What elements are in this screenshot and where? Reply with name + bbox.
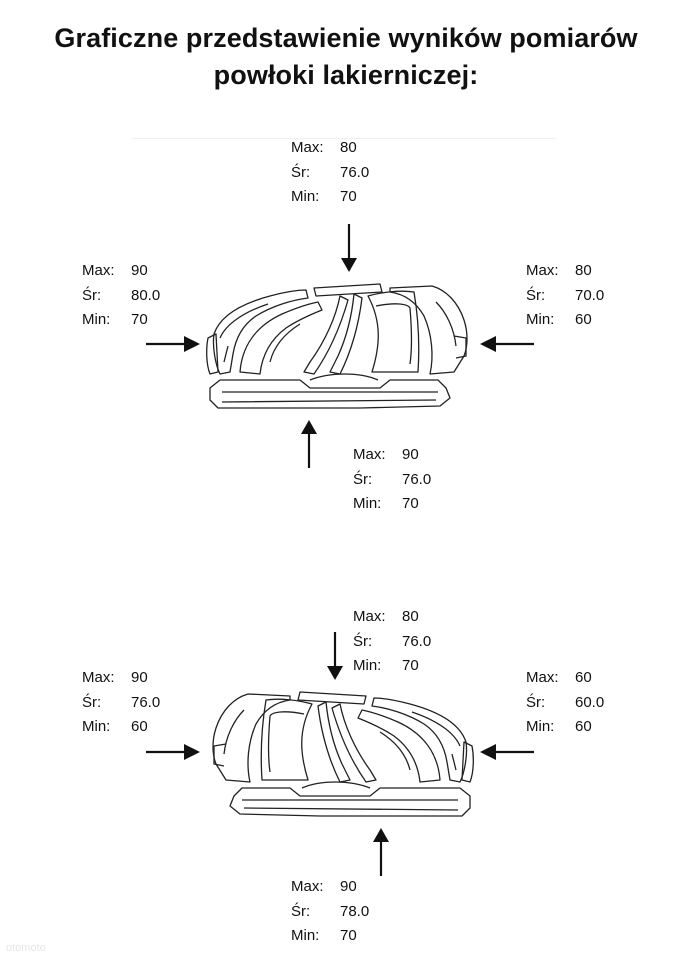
bottom-sill-stats: Max: 90 Śr: 78.0 Min: 70 — [291, 875, 369, 949]
min-value: 60 — [575, 311, 592, 328]
max-value: 80 — [340, 139, 357, 156]
max-value: 90 — [402, 446, 419, 463]
arrow-left-icon — [480, 744, 534, 760]
arrow-down-icon — [341, 224, 357, 272]
max-label: Max: — [526, 262, 559, 279]
avg-label: Śr: — [353, 632, 373, 650]
car-side-diagram-bottom — [212, 691, 474, 817]
top-roof-stats: Max: 80 Śr: 76.0 Min: 70 — [291, 136, 369, 210]
min-value: 70 — [402, 657, 419, 674]
avg-label: Śr: — [291, 902, 311, 920]
avg-label: Śr: — [526, 286, 546, 304]
max-label: Max: — [353, 446, 386, 463]
top-sill-stats: Max: 90 Śr: 76.0 Min: 70 — [353, 443, 431, 517]
avg-label: Śr: — [353, 470, 373, 488]
divider-line — [132, 138, 556, 139]
min-value: 60 — [131, 718, 148, 735]
top-rear-stats: Max: 80 Śr: 70.0 Min: 60 — [526, 259, 604, 333]
avg-value: 78.0 — [340, 902, 370, 920]
max-value: 60 — [575, 669, 592, 686]
bottom-rear-stats: Max: 90 Śr: 76.0 Min: 60 — [82, 666, 160, 740]
min-value: 70 — [340, 188, 357, 205]
arrow-right-icon — [146, 744, 200, 760]
max-label: Max: — [291, 878, 324, 895]
avg-value: 76.0 — [131, 693, 161, 711]
top-front-stats: Max: 90 Śr: 80.0 Min: 70 — [82, 259, 160, 333]
avg-value: 76.0 — [402, 632, 432, 650]
avg-value: 60.0 — [575, 693, 605, 711]
min-label: Min: — [82, 718, 111, 735]
bottom-front-stats: Max: 60 Śr: 60.0 Min: 60 — [526, 666, 604, 740]
max-label: Max: — [82, 669, 115, 686]
max-value: 90 — [340, 878, 357, 895]
min-label: Min: — [353, 657, 382, 674]
max-label: Max: — [353, 608, 386, 625]
min-value: 70 — [402, 495, 419, 512]
avg-value: 76.0 — [402, 470, 432, 488]
arrow-right-icon — [146, 336, 200, 352]
min-value: 60 — [575, 718, 592, 735]
page-title-line-2: powłoki lakierniczej: — [213, 60, 479, 90]
avg-label: Śr: — [82, 286, 102, 304]
avg-value: 80.0 — [131, 286, 161, 304]
watermark: otomoto — [6, 942, 46, 954]
max-label: Max: — [82, 262, 115, 279]
car-side-diagram-top — [206, 283, 468, 409]
avg-label: Śr: — [82, 693, 102, 711]
avg-label: Śr: — [291, 163, 311, 181]
arrow-left-icon — [480, 336, 534, 352]
min-label: Min: — [82, 311, 111, 328]
page-title: Graficzne przedstawienie wyników pomiaró… — [0, 20, 692, 94]
min-label: Min: — [526, 311, 555, 328]
min-label: Min: — [526, 718, 555, 735]
max-value: 90 — [131, 262, 148, 279]
min-label: Min: — [291, 927, 320, 944]
max-value: 90 — [131, 669, 148, 686]
min-label: Min: — [291, 188, 320, 205]
avg-value: 70.0 — [575, 286, 605, 304]
arrow-down-icon — [327, 632, 343, 680]
bottom-roof-stats: Max: 80 Śr: 76.0 Min: 70 — [353, 605, 431, 679]
arrow-up-icon — [301, 420, 317, 468]
min-value: 70 — [340, 927, 357, 944]
min-value: 70 — [131, 311, 148, 328]
avg-label: Śr: — [526, 693, 546, 711]
page-title-line-1: Graficzne przedstawienie wyników pomiaró… — [54, 23, 638, 53]
max-label: Max: — [526, 669, 559, 686]
arrow-up-icon — [373, 828, 389, 876]
max-label: Max: — [291, 139, 324, 156]
min-label: Min: — [353, 495, 382, 512]
max-value: 80 — [575, 262, 592, 279]
avg-value: 76.0 — [340, 163, 370, 181]
max-value: 80 — [402, 608, 419, 625]
